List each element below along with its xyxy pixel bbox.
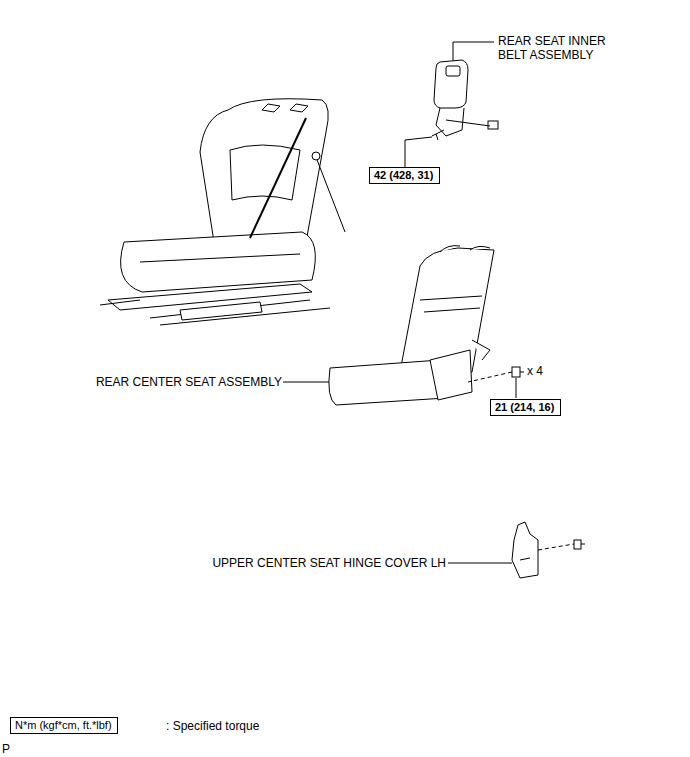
part-name: REAR CENTER SEAT ASSEMBLY xyxy=(93,375,282,389)
torque-spec: 21 (214, 16) xyxy=(490,399,561,416)
box-text: 21 (214, 16) xyxy=(495,401,554,413)
install-line xyxy=(468,372,512,382)
belt-buckle xyxy=(432,60,498,140)
legend-note: : Specified torque xyxy=(166,719,259,733)
legend-box: N*m (kgf*cm, ft.*lbf) xyxy=(10,717,118,734)
screw xyxy=(574,540,585,549)
install-line xyxy=(538,544,574,550)
bolt xyxy=(512,367,524,377)
torque-spec: 42 (428, 31) xyxy=(369,167,440,184)
hinge-cover xyxy=(512,522,538,578)
quantity: x 4 xyxy=(527,364,543,378)
box-text: 42 (428, 31) xyxy=(374,169,433,181)
leader-line xyxy=(448,563,512,564)
leader-line xyxy=(453,42,494,62)
part-name: UPPER CENTER SEAT HINGE COVER LH xyxy=(210,556,446,570)
box-text: N*m (kgf*cm, ft.*lbf) xyxy=(15,719,112,731)
rear-center-seat xyxy=(329,246,494,405)
leader-line xyxy=(405,137,432,167)
page-mark: P xyxy=(2,742,10,756)
rear-seat xyxy=(100,99,345,325)
leader-line xyxy=(516,378,517,398)
part-name: REAR SEAT INNER BELT ASSEMBLY xyxy=(498,34,628,62)
leader-line xyxy=(283,382,329,383)
